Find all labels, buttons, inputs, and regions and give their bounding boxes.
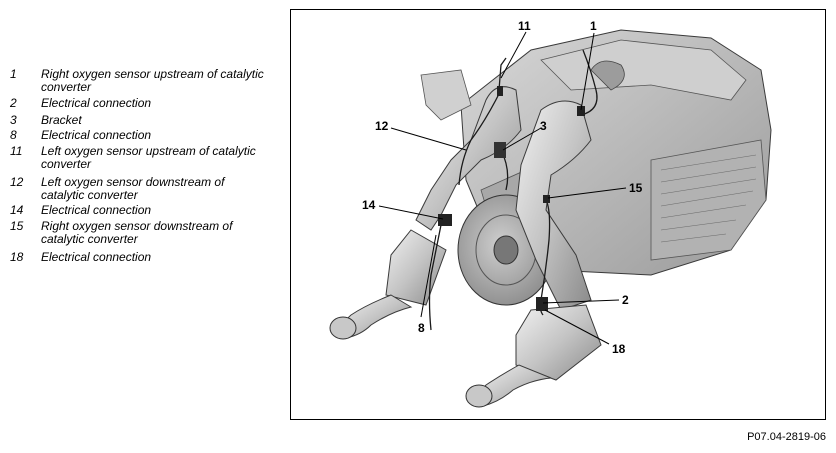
engine-illustration: 11 1 12 3 15 14 2 8 18 xyxy=(329,19,772,408)
callout-1: 1 xyxy=(590,19,597,33)
legend-text: Right oxygen sensor downstream of cataly… xyxy=(41,219,233,246)
legend-text: Electrical connection xyxy=(41,96,152,110)
callout-labels: 11 1 12 3 15 14 2 8 18 xyxy=(362,19,643,356)
left-upstream-sensor xyxy=(497,86,503,96)
leader-lines xyxy=(378,31,627,345)
legend-number: 3 xyxy=(10,113,17,127)
legend-number: 8 xyxy=(10,128,17,142)
callout-11: 11 xyxy=(518,19,531,33)
callout-8: 8 xyxy=(418,321,425,335)
left-downstream-connector xyxy=(438,214,452,226)
legend-number: 1 xyxy=(10,67,17,81)
callout-3: 3 xyxy=(540,119,547,133)
callout-15: 15 xyxy=(629,181,643,195)
legend-text: Bracket xyxy=(41,113,82,127)
left-exhaust-pipe xyxy=(329,86,522,340)
callout-14: 14 xyxy=(362,198,376,212)
sensor-markers xyxy=(438,86,585,311)
callout-12: 12 xyxy=(375,119,389,133)
legend-number: 2 xyxy=(10,96,17,110)
legend-text: Left oxygen sensor upstream of catalytic… xyxy=(41,144,256,171)
legend-number: 14 xyxy=(10,203,24,217)
legend-text: Electrical connection xyxy=(41,128,152,142)
right-exhaust-pipe xyxy=(465,100,602,408)
legend-text: Right oxygen sensor upstream of catalyti… xyxy=(41,67,264,94)
legend-number: 15 xyxy=(10,219,24,233)
engine-illustration-frame: 11 1 12 3 15 14 2 8 18 xyxy=(290,9,826,420)
legend-number: 12 xyxy=(10,175,24,189)
figure-code: P07.04-2819-06 xyxy=(747,431,826,443)
bracket-icon xyxy=(494,142,506,158)
callout-2: 2 xyxy=(622,293,629,307)
right-downstream-sensor xyxy=(543,195,550,203)
legend-number: 18 xyxy=(10,250,24,264)
callout-18: 18 xyxy=(612,342,626,356)
right-upstream-sensor xyxy=(577,106,585,116)
legend: 1 Right oxygen sensor upstream of cataly… xyxy=(0,0,280,453)
right-connector xyxy=(536,297,548,311)
legend-text: Left oxygen sensor downstream of catalyt… xyxy=(41,175,225,202)
legend-number: 11 xyxy=(10,144,23,158)
legend-text: Electrical connection xyxy=(41,250,152,264)
legend-text: Electrical connection xyxy=(41,203,152,217)
